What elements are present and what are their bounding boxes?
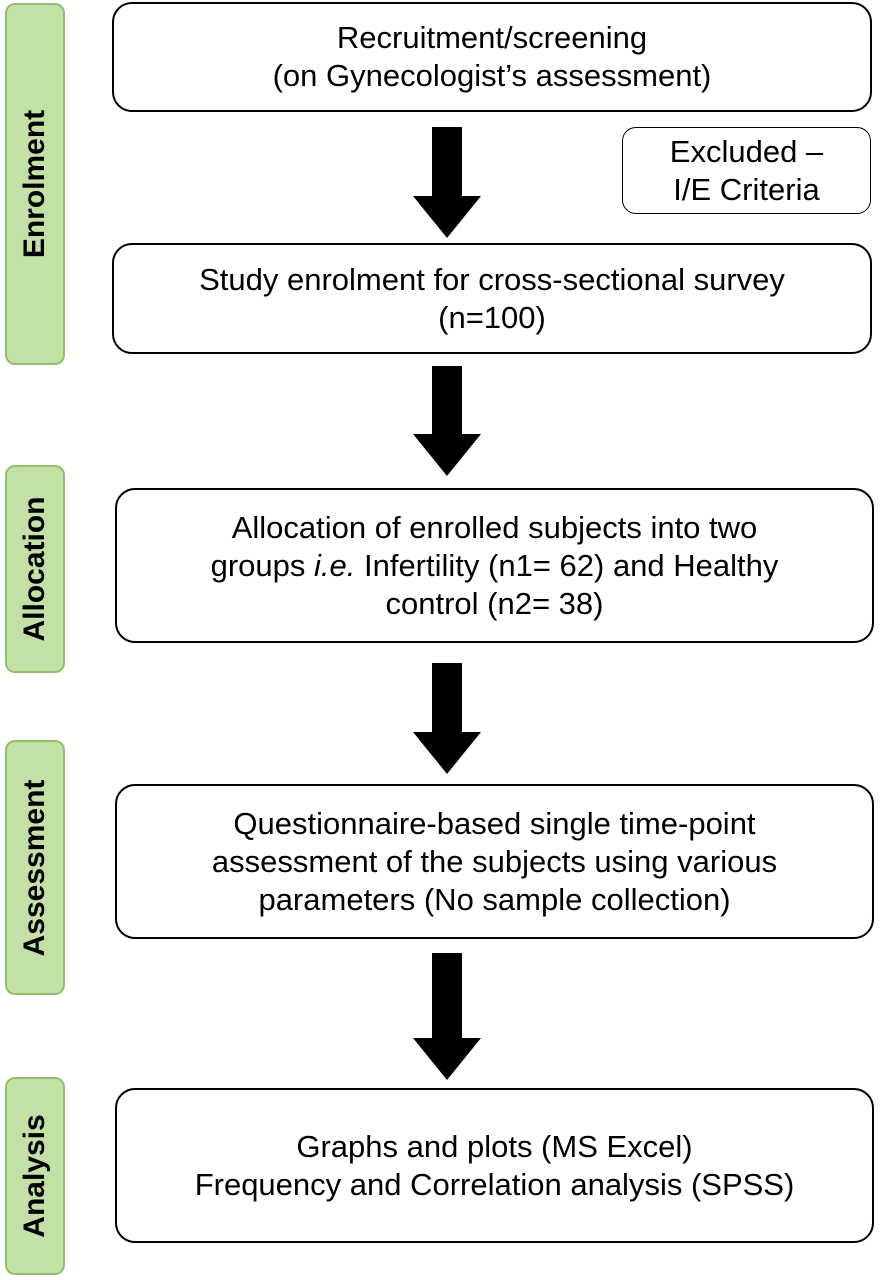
allocation-line-2-pre: groups	[210, 547, 314, 583]
recruitment-box: Recruitment/screening (on Gynecologist’s…	[112, 2, 872, 112]
down-arrow-icon	[413, 366, 481, 476]
phase-analysis: Analysis	[5, 1077, 65, 1275]
enrolment-line-2: (n=100)	[438, 299, 546, 335]
recruitment-line-2: (on Gynecologist’s assessment)	[272, 58, 712, 93]
phase-enrolment: Enrolment	[5, 3, 65, 365]
flow-arrow-2	[413, 366, 481, 476]
phase-assessment-label: Assessment	[18, 779, 51, 956]
phase-analysis-label: Analysis	[18, 1114, 51, 1238]
phase-enrolment-label: Enrolment	[18, 109, 51, 259]
enrolment-line-1: Study enrolment for cross-sectional surv…	[199, 261, 785, 297]
phase-allocation-label: Allocation	[18, 496, 51, 642]
allocation-line-1: Allocation of enrolled subjects into two	[231, 509, 758, 545]
allocation-line-2: groups i.e. Infertility (n1= 62) and Hea…	[211, 547, 779, 585]
excluded-line-1: Excluded –	[669, 133, 824, 169]
analysis-box: Graphs and plots (MS Excel) Frequency an…	[115, 1088, 874, 1243]
phase-allocation: Allocation	[5, 465, 65, 673]
assessment-box: Questionnaire-based single time-point as…	[115, 784, 874, 939]
allocation-line-2-italic: i.e.	[314, 547, 356, 583]
analysis-line-2: Frequency and Correlation analysis (SPSS…	[194, 1166, 795, 1202]
assessment-line-1: Questionnaire-based single time-point	[233, 805, 756, 841]
flow-arrow-1	[413, 127, 481, 238]
down-arrow-icon	[413, 663, 481, 774]
assessment-line-2: assessment of the subjects using various	[211, 843, 778, 879]
down-arrow-icon	[413, 127, 481, 238]
allocation-box: Allocation of enrolled subjects into two…	[115, 488, 874, 643]
excluded-box: Excluded – I/E Criteria	[622, 127, 871, 214]
recruitment-line-1: Recruitment/screening	[336, 20, 648, 55]
flow-arrow-3	[413, 663, 481, 774]
analysis-line-1: Graphs and plots (MS Excel)	[296, 1128, 693, 1164]
allocation-line-3: control (n2= 38)	[385, 585, 604, 621]
excluded-line-2: I/E Criteria	[673, 171, 820, 207]
flow-arrow-4	[413, 953, 481, 1080]
enrolment-box: Study enrolment for cross-sectional surv…	[112, 243, 872, 354]
down-arrow-icon	[413, 953, 481, 1080]
phase-assessment: Assessment	[5, 740, 65, 995]
assessment-line-3: parameters (No sample collection)	[258, 881, 731, 917]
allocation-line-2-post: Infertility (n1= 62) and Healthy	[355, 547, 779, 583]
